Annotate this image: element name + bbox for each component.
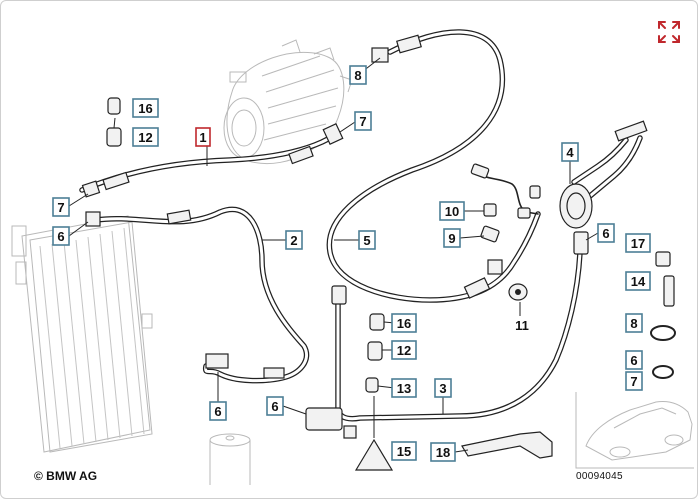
svg-text:7: 7	[630, 374, 637, 389]
expand-arrows-icon[interactable]	[656, 19, 682, 45]
svg-text:14: 14	[631, 274, 646, 289]
svg-text:11: 11	[515, 318, 529, 333]
svg-text:8: 8	[630, 316, 637, 331]
callout-17[interactable]: 17	[625, 233, 651, 253]
callout-13[interactable]: 13	[391, 378, 417, 398]
car-sketch	[575, 392, 694, 469]
callout-1[interactable]: 1	[195, 127, 211, 147]
callout-6-left[interactable]: 6	[52, 226, 70, 246]
svg-text:4: 4	[566, 145, 574, 160]
callout-8-right[interactable]: 8	[625, 313, 643, 333]
svg-text:12: 12	[397, 343, 411, 358]
svg-text:7: 7	[57, 200, 64, 215]
svg-text:10: 10	[445, 204, 459, 219]
callout-2[interactable]: 2	[285, 230, 303, 250]
callout-12-top[interactable]: 12	[132, 127, 159, 147]
callout-15[interactable]: 15	[391, 441, 417, 461]
callout-6-lower[interactable]: 6	[266, 396, 284, 416]
svg-text:15: 15	[397, 444, 411, 459]
callout-9[interactable]: 9	[443, 228, 461, 248]
callout-18[interactable]: 18	[430, 442, 456, 462]
dryer-bottle	[209, 433, 251, 485]
callout-14[interactable]: 14	[625, 271, 651, 291]
callout-7-left[interactable]: 7	[52, 197, 70, 217]
svg-text:16: 16	[138, 101, 152, 116]
svg-text:12: 12	[138, 130, 152, 145]
hoses	[79, 29, 643, 422]
callout-6-right[interactable]: 6	[597, 223, 615, 243]
callout-7-top[interactable]: 7	[354, 111, 372, 131]
svg-text:1: 1	[199, 130, 206, 145]
callout-3[interactable]: 3	[434, 378, 452, 398]
svg-text:18: 18	[436, 445, 450, 460]
callout-4[interactable]: 4	[561, 142, 579, 162]
svg-text:17: 17	[631, 236, 645, 251]
svg-text:8: 8	[354, 68, 361, 83]
label-11[interactable]: 11	[515, 318, 529, 333]
callout-7-stack[interactable]: 7	[625, 371, 643, 391]
svg-text:6: 6	[630, 353, 637, 368]
callout-5[interactable]: 5	[358, 230, 376, 250]
callout-16-top[interactable]: 16	[132, 98, 159, 118]
svg-text:16: 16	[397, 316, 411, 331]
callout-10[interactable]: 10	[439, 201, 465, 221]
svg-text:6: 6	[602, 226, 609, 241]
svg-text:3: 3	[439, 381, 446, 396]
callout-12-mid[interactable]: 12	[391, 340, 417, 360]
callout-6-stack[interactable]: 6	[625, 350, 643, 370]
copyright-text: © BMW AG	[34, 469, 98, 483]
image-number: 00094045	[576, 471, 623, 482]
svg-text:5: 5	[363, 233, 370, 248]
svg-text:6: 6	[271, 399, 278, 414]
svg-text:6: 6	[57, 229, 64, 244]
svg-text:7: 7	[359, 114, 366, 129]
svg-text:2: 2	[290, 233, 297, 248]
condenser	[11, 215, 153, 453]
svg-text:6: 6	[214, 404, 221, 419]
callout-6-bottom[interactable]: 6	[209, 401, 227, 421]
callout-16-mid[interactable]: 16	[391, 313, 417, 333]
svg-text:9: 9	[448, 231, 455, 246]
callout-8-top[interactable]: 8	[349, 65, 367, 85]
svg-text:13: 13	[397, 381, 411, 396]
fittings	[81, 34, 676, 471]
compressor	[223, 39, 353, 164]
